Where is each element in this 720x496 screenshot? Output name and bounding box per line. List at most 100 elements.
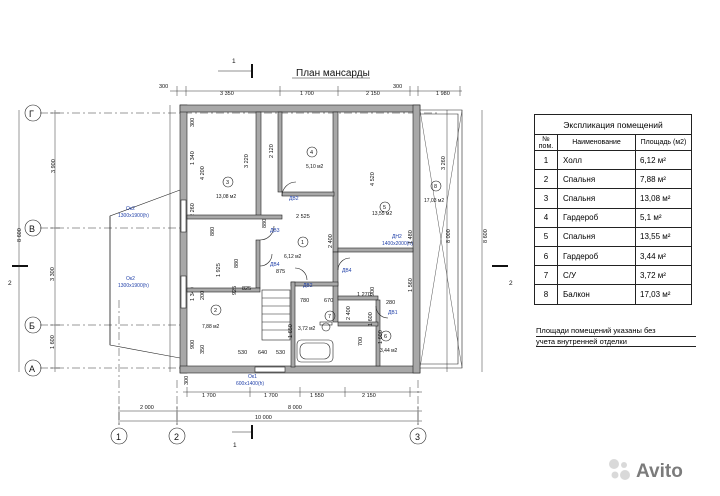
svg-text:ДВ1: ДВ1: [388, 310, 398, 316]
svg-text:Ок2: Ок2: [126, 206, 135, 212]
svg-text:13,08 м2: 13,08 м2: [216, 194, 236, 200]
svg-text:1 600: 1 600: [378, 330, 384, 344]
svg-text:8: 8: [434, 184, 437, 190]
svg-text:880: 880: [262, 219, 268, 228]
svg-text:1 480: 1 480: [408, 230, 414, 244]
inner-dimensions: 3 220 2 120 4 200 4 520 3 260 2 525 2 40…: [200, 144, 447, 356]
svg-text:ДВ2: ДВ2: [289, 196, 299, 202]
svg-text:1 270: 1 270: [357, 292, 371, 298]
axis-bubble-b: Б: [24, 316, 42, 334]
svg-text:1400х2000(h): 1400х2000(h): [382, 241, 413, 247]
svg-text:530: 530: [238, 350, 247, 356]
svg-text:780: 780: [300, 298, 309, 304]
svg-text:2 150: 2 150: [366, 91, 380, 97]
section-mark-top: 1: [218, 58, 253, 78]
bottom-dimension-chain: 300 1 700 1 700 1 550 2 150 2 000 8 000 …: [118, 376, 422, 425]
svg-text:200: 200: [200, 291, 206, 300]
svg-text:280: 280: [386, 300, 395, 306]
svg-text:Г: Г: [29, 109, 34, 119]
avito-logo-icon: [609, 459, 630, 480]
right-dimension-chain: 8 600 8 000: [446, 110, 489, 372]
svg-text:А: А: [29, 364, 35, 374]
svg-text:880: 880: [210, 227, 216, 236]
col-name-header: Наименование: [557, 134, 636, 151]
svg-text:6: 6: [384, 334, 387, 340]
axis-bubble-v: В: [24, 219, 42, 237]
svg-text:2: 2: [509, 280, 513, 287]
svg-text:2 260: 2 260: [190, 203, 196, 217]
svg-text:3: 3: [415, 432, 420, 442]
room-marker-3: 313,08 м2: [216, 176, 236, 200]
window-labels: Ок2 1300х1900(h) Ок2 1300х1900(h) Ок1 60…: [118, 206, 264, 387]
axis-bubble-3: 3: [409, 427, 427, 445]
top-dimension-chain: 300 3 350 1 700 2 150 300 1 980: [159, 84, 462, 97]
svg-text:Б: Б: [29, 321, 35, 331]
svg-text:2 120: 2 120: [269, 144, 275, 158]
dormer-outline: [109, 189, 181, 359]
svg-text:1300х1900(h): 1300х1900(h): [118, 283, 149, 289]
balcony-outline: [419, 109, 463, 369]
svg-text:925: 925: [232, 286, 238, 295]
door-labels: ДВ2 ДВ3 ДВ4 ДВ2 ДВ4 ДВ1 ДН2 1400х2000(h): [270, 196, 413, 316]
svg-text:1 700: 1 700: [300, 91, 314, 97]
room-marker-8: 817,03 м2: [424, 180, 444, 204]
svg-text:8 000: 8 000: [288, 405, 302, 411]
svg-text:875: 875: [276, 269, 285, 275]
svg-text:1 925: 1 925: [216, 263, 222, 277]
svg-text:1 600: 1 600: [50, 335, 56, 349]
svg-text:1 980: 1 980: [436, 91, 450, 97]
room-marker-7: 73,72 м2: [298, 310, 336, 332]
svg-text:8 600: 8 600: [17, 228, 23, 242]
svg-text:4: 4: [310, 150, 313, 156]
svg-text:1300х1900(h): 1300х1900(h): [118, 213, 149, 219]
svg-text:1 550: 1 550: [310, 393, 324, 399]
svg-text:1 340: 1 340: [190, 151, 196, 165]
svg-text:825: 825: [242, 286, 251, 292]
svg-text:5,10 м2: 5,10 м2: [306, 164, 324, 170]
svg-text:ДН2: ДН2: [392, 234, 402, 240]
section-mark-bottom: 1: [232, 425, 253, 449]
svg-text:ДВ2: ДВ2: [303, 283, 313, 289]
svg-text:3,44 м2: 3,44 м2: [380, 348, 398, 354]
room-marker-5: 513,55 м2: [372, 201, 392, 217]
section-mark-left: 2: [8, 265, 28, 287]
watermark-text: Avito: [636, 461, 683, 482]
room-marker-4: 4 5,10 м2: [306, 146, 324, 170]
explication-note: Площади помещений указаны без учета внут…: [536, 326, 696, 347]
room-marker-1: 16,12 м2: [284, 236, 309, 260]
svg-text:1 340: 1 340: [190, 287, 196, 301]
svg-text:ДВ3: ДВ3: [270, 228, 280, 234]
svg-text:2 000: 2 000: [140, 405, 154, 411]
axis-bubble-1: 1: [110, 427, 128, 445]
note-line-1: Площади помещений указаны без: [536, 326, 696, 337]
svg-text:300: 300: [190, 118, 196, 127]
svg-text:300: 300: [159, 84, 168, 90]
svg-text:2 400: 2 400: [328, 234, 334, 248]
plan-title: План мансарды: [296, 68, 370, 79]
svg-text:4 520: 4 520: [370, 172, 376, 186]
interior-walls: [186, 111, 414, 368]
svg-text:880: 880: [234, 259, 240, 268]
svg-text:В: В: [29, 224, 35, 234]
axis-bubble-2: 2: [168, 427, 186, 445]
svg-text:5: 5: [383, 205, 386, 211]
svg-text:1: 1: [301, 240, 304, 246]
svg-text:3 350: 3 350: [220, 91, 234, 97]
svg-text:2: 2: [174, 432, 179, 442]
avito-watermark: Avito: [609, 459, 683, 482]
svg-text:ДВ4: ДВ4: [342, 268, 352, 274]
svg-text:1 650: 1 650: [288, 324, 294, 338]
svg-text:10 000: 10 000: [255, 415, 272, 421]
svg-text:8 000: 8 000: [446, 229, 452, 243]
svg-text:1: 1: [116, 432, 121, 442]
svg-text:1 700: 1 700: [202, 393, 216, 399]
section-mark-right: 2: [492, 265, 513, 287]
svg-text:2 150: 2 150: [362, 393, 376, 399]
svg-text:300: 300: [393, 84, 402, 90]
